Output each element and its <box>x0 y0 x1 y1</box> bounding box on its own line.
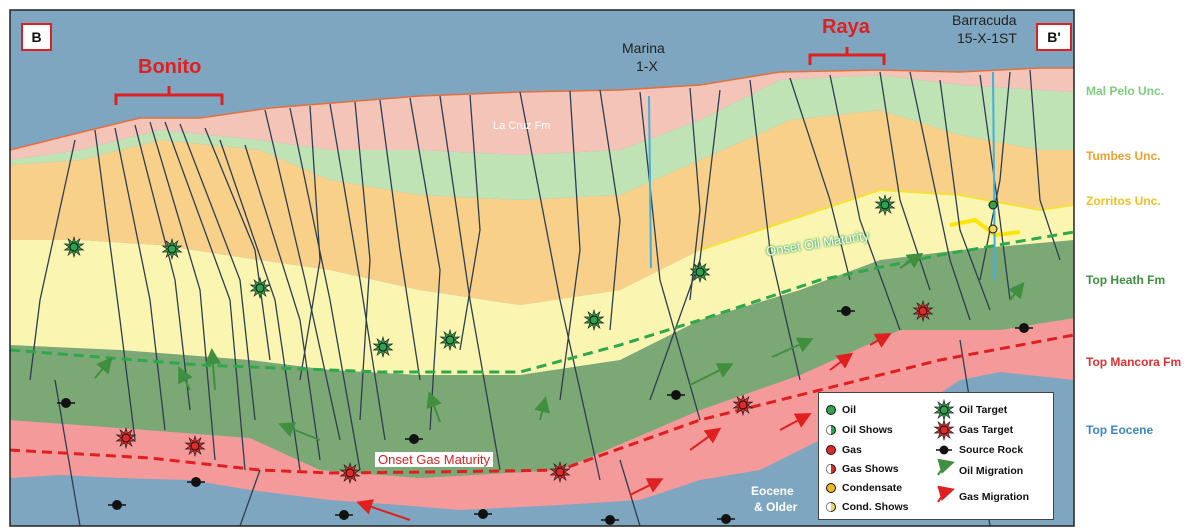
top-heath-fm-label: Top Heath Fm <box>1086 273 1166 287</box>
oil-target-star-icon-core <box>167 244 177 254</box>
source-rock-icon <box>478 509 488 519</box>
onset-gas-maturity-label: Onset Gas Maturity <box>375 452 493 467</box>
bonito-bracket <box>114 86 224 105</box>
la-cruz-layer <box>10 68 1074 160</box>
gas-target-star-icon <box>933 418 955 442</box>
oil-target-star-icon-core <box>880 200 890 210</box>
source-rock-icon <box>191 477 201 487</box>
barracuda-cond-shows-icon <box>988 224 998 234</box>
heath-layer <box>10 240 1074 478</box>
zorritos-unc-label: Zorritos Unc. <box>1086 194 1161 208</box>
oil-target-star-icon-core <box>445 335 455 345</box>
section-frame <box>9 9 1075 527</box>
oil-dot-icon <box>826 405 836 415</box>
raya-field-label: Raya <box>822 16 870 38</box>
gas-target-star-icon-core <box>345 468 355 478</box>
gas-target-star-icon-core <box>738 400 748 410</box>
onset-gas-maturity-line <box>10 333 1074 475</box>
source-rock-icon <box>339 510 349 520</box>
source-rock-icon <box>841 306 851 316</box>
section-end-label: B' <box>1036 23 1072 51</box>
gas-target-star-icon-core <box>918 306 928 316</box>
gas-target-star-icon-core <box>121 433 131 443</box>
source-rock-icon <box>671 390 681 400</box>
raya-bracket <box>808 47 886 65</box>
source-rock-icon <box>409 434 419 444</box>
top-eocene-label: Top Eocene <box>1086 423 1154 437</box>
gas-shows-half-icon <box>826 464 831 474</box>
legend-oil-migration-label: Oil Migration <box>959 465 1024 477</box>
legend-gas-star-shape-core <box>939 425 949 435</box>
legend: Oil Oil Shows Gas Gas Shows Condensate C… <box>818 392 1054 520</box>
mal-pelo-layer <box>10 75 1074 200</box>
marina-well-label-2: 1-X <box>636 58 658 74</box>
legend-condensate-label: Condensate <box>842 482 903 494</box>
mal-pelo-unc-label: Mal Pelo Unc. <box>1086 84 1165 98</box>
marina-well-label-1: Marina <box>622 40 665 56</box>
bonito-field-label: Bonito <box>138 56 202 78</box>
oil-target-star-icon-core <box>695 267 705 277</box>
marina-well-line <box>648 95 652 269</box>
legend-oil-label: Oil <box>842 404 857 416</box>
barracuda-well-label-2: 15-X-1ST <box>957 30 1017 46</box>
onset-oil-maturity-line <box>10 230 1074 374</box>
gas-target-star-icon-core <box>190 441 200 451</box>
gas-targets <box>115 299 934 485</box>
barracuda-well-line <box>992 71 996 281</box>
heath-upper-layer <box>10 190 1074 375</box>
tumbes-unc-label: Tumbes Unc. <box>1086 149 1161 163</box>
eocene-label-2: & Older <box>754 500 798 514</box>
la-cruz-label: La Cruz Fm <box>493 120 551 132</box>
stratigraphic-layers <box>10 10 1074 526</box>
oil-target-star-icon-core <box>69 242 79 252</box>
eocene-label-1: Eocene <box>751 484 794 498</box>
gas-migration-arrow-icon <box>937 485 955 503</box>
oil-migration-arrows <box>94 252 1025 441</box>
legend-gas-target-label: Gas Target <box>959 424 1014 436</box>
source-rock-icon <box>936 445 952 455</box>
source-rocks <box>57 306 1033 525</box>
oil-migration-arrow-icon <box>937 458 955 476</box>
source-rock-icon <box>721 514 731 524</box>
oil-targets <box>63 193 896 359</box>
gas-target-star-icon-core <box>555 467 565 477</box>
barracuda-oil-shows-icon <box>988 200 998 210</box>
source-rock-icon <box>61 398 71 408</box>
section-start-label: B <box>21 23 52 51</box>
condensate-dot-icon <box>826 483 836 493</box>
legend-oil-star-shape-core <box>939 405 949 415</box>
mancora-layer <box>10 318 1074 510</box>
oil-shows-half-icon <box>826 425 831 435</box>
oil-target-star-icon-core <box>589 315 599 325</box>
cond-shows-half-icon <box>826 502 831 512</box>
legend-source-rock-label: Source Rock <box>959 444 1024 456</box>
legend-gas-shows-label: Gas Shows <box>842 463 899 475</box>
zorritos-bright-line <box>949 217 1021 238</box>
source-rock-icon <box>605 515 615 525</box>
legend-oil-shows-label: Oil Shows <box>842 424 893 436</box>
zorritos-horizon-line <box>699 188 1074 251</box>
gas-dot-icon <box>826 445 836 455</box>
source-rock-icon <box>1019 323 1029 333</box>
oil-target-star-icon-core <box>255 283 265 293</box>
barracuda-well-label-1: Barracuda <box>952 12 1017 28</box>
legend-gas-migration-label: Gas Migration <box>959 491 1030 503</box>
source-rock-icon <box>112 500 122 510</box>
oil-target-star-icon-core <box>378 342 388 352</box>
legend-gas-label: Gas <box>842 444 862 456</box>
legend-cond-shows-label: Cond. Shows <box>842 501 909 513</box>
gas-migration-arrows <box>356 333 892 521</box>
top-mancora-fm-label: Top Mancora Fm <box>1086 355 1182 369</box>
oil-target-star-icon <box>933 398 955 422</box>
legend-oil-target-label: Oil Target <box>959 404 1008 416</box>
legend-icons <box>826 398 955 512</box>
